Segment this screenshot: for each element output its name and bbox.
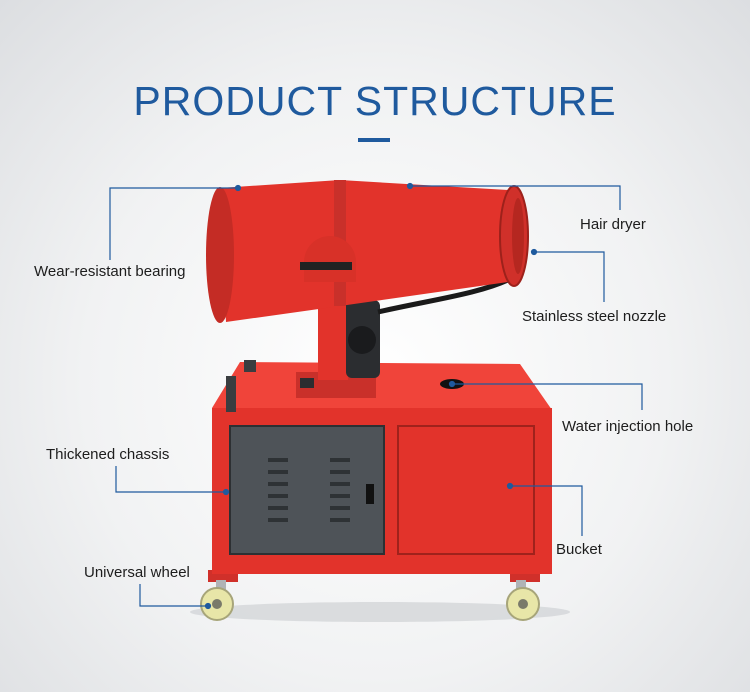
leader-bucket	[510, 485, 583, 536]
label-thickened-chassis: Thickened chassis	[46, 446, 170, 463]
leader-water-hole	[452, 383, 643, 410]
label-stainless-steel-nozzle: Stainless steel nozzle	[522, 308, 667, 325]
thickened-chassis-panel	[229, 425, 385, 555]
hair-dryer-cannon	[206, 180, 529, 323]
page-title: PRODUCT STRUCTURE	[133, 78, 617, 124]
label-bucket: Bucket	[556, 541, 602, 558]
leader-chassis	[115, 466, 226, 493]
bucket-door	[397, 425, 535, 555]
right-wheel	[506, 570, 540, 621]
label-wear-resistant-bearing: Wear-resistant bearing	[34, 263, 186, 280]
leader-lines	[109, 182, 643, 610]
label-hair-dryer: Hair dryer	[580, 216, 646, 233]
label-universal-wheel: Universal wheel	[84, 564, 190, 581]
leader-wear-bearing	[109, 187, 238, 260]
leader-wheel	[139, 584, 208, 607]
leader-hair-dryer	[410, 185, 621, 210]
leader-nozzle	[534, 251, 605, 302]
title-underline	[358, 138, 390, 142]
label-water-injection-hole: Water injection hole	[562, 418, 694, 435]
floor-shadow	[190, 602, 570, 622]
